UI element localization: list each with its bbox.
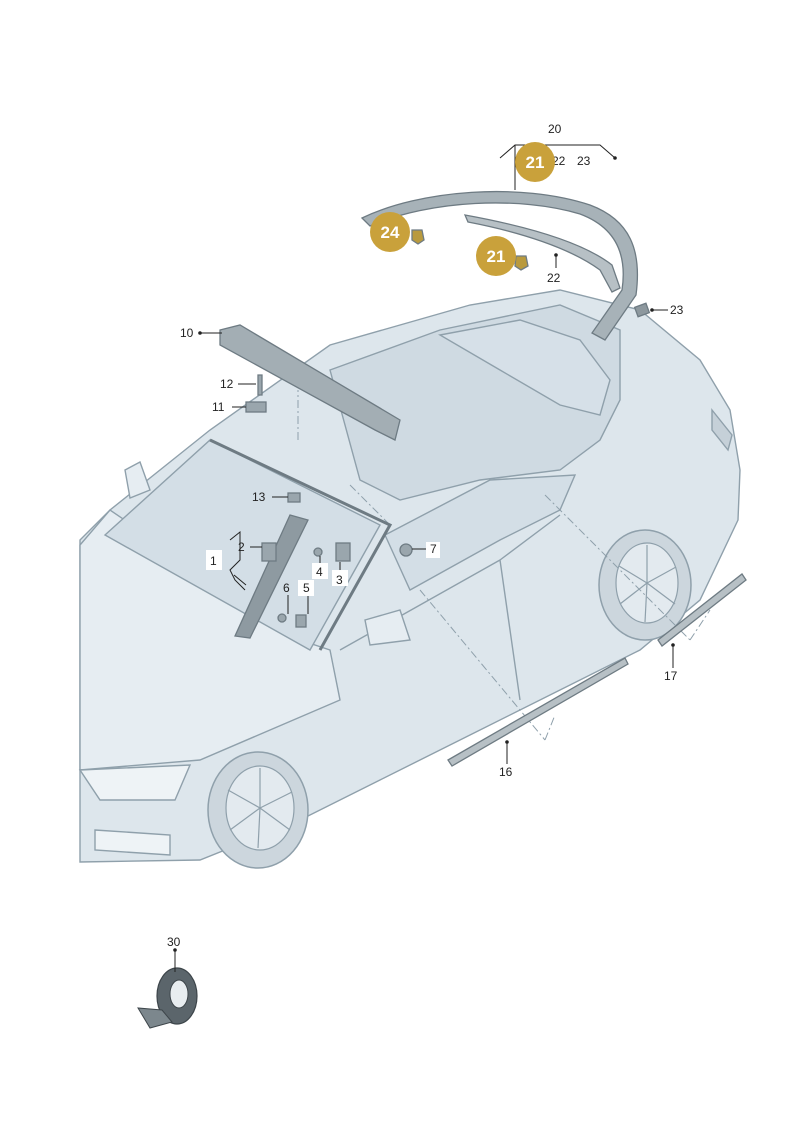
leader-lines: [174, 144, 674, 972]
label-5: 5: [303, 581, 310, 595]
screw-4: [313, 547, 323, 557]
label-3: 3: [336, 573, 343, 587]
car-illustration: [78, 289, 741, 863]
label-6: 6: [283, 581, 290, 595]
sill-strip-17: [657, 573, 747, 647]
roof-trim-strip: [360, 190, 639, 341]
label-1: 1: [210, 554, 217, 568]
clip-5: [295, 614, 307, 628]
clip-24: [411, 229, 425, 245]
label-23-top: 23: [577, 154, 591, 168]
car-rear-window: [438, 319, 611, 416]
label-10: 10: [180, 326, 194, 340]
label-2: 2: [238, 540, 245, 554]
windshield-frame: [209, 438, 393, 651]
car-grille: [94, 829, 171, 856]
clip-2: [261, 542, 277, 562]
label-16: 16: [499, 765, 513, 779]
label-23: 23: [670, 303, 684, 317]
car-mirror: [364, 609, 411, 646]
badge-21-mid-text: 21: [487, 247, 506, 266]
tape-roll: [137, 967, 198, 1029]
label-22-top: 22: [552, 154, 566, 168]
clip-13: [287, 492, 301, 503]
leader-dots: [173, 156, 675, 952]
parts: [209, 190, 747, 767]
badge-24: 24: [370, 212, 410, 252]
clip-23: [633, 302, 651, 318]
badge-21-top: 21: [515, 142, 555, 182]
badge-21-top-text: 21: [526, 153, 545, 172]
roof-seal-strip: [463, 214, 621, 293]
label-backdrops: [206, 542, 440, 596]
clip-3: [335, 542, 351, 562]
car-windshield: [103, 439, 381, 651]
label-17: 17: [664, 669, 678, 683]
label-4: 4: [316, 565, 323, 579]
assembly-lines: [297, 390, 711, 741]
label-30: 30: [167, 935, 181, 949]
clip-21: [514, 255, 529, 271]
sill-strip-16: [447, 657, 629, 767]
screw-6: [277, 613, 287, 623]
label-20: 20: [548, 122, 562, 136]
label-22: 22: [547, 271, 561, 285]
clip-11: [245, 401, 267, 413]
screw-12: [257, 374, 263, 396]
car-headlight: [78, 764, 192, 801]
a-pillar-trim: [234, 514, 309, 639]
car-left-mirror: [124, 461, 151, 499]
part-labels: 20 22 23 10 12 11 13 2 1 4 3 6 5 7 22 23…: [167, 122, 684, 949]
rear-wheel: [598, 529, 692, 641]
label-11: 11: [212, 400, 225, 414]
label-7: 7: [430, 542, 437, 556]
clip-7: [399, 543, 413, 557]
badge-24-text: 24: [381, 223, 400, 242]
front-wheel: [207, 751, 309, 869]
badge-21-mid: 21: [476, 236, 516, 276]
windshield-upper-trim: [219, 324, 401, 441]
label-12: 12: [220, 377, 234, 391]
car-taillight: [711, 408, 733, 452]
label-13: 13: [252, 490, 266, 504]
